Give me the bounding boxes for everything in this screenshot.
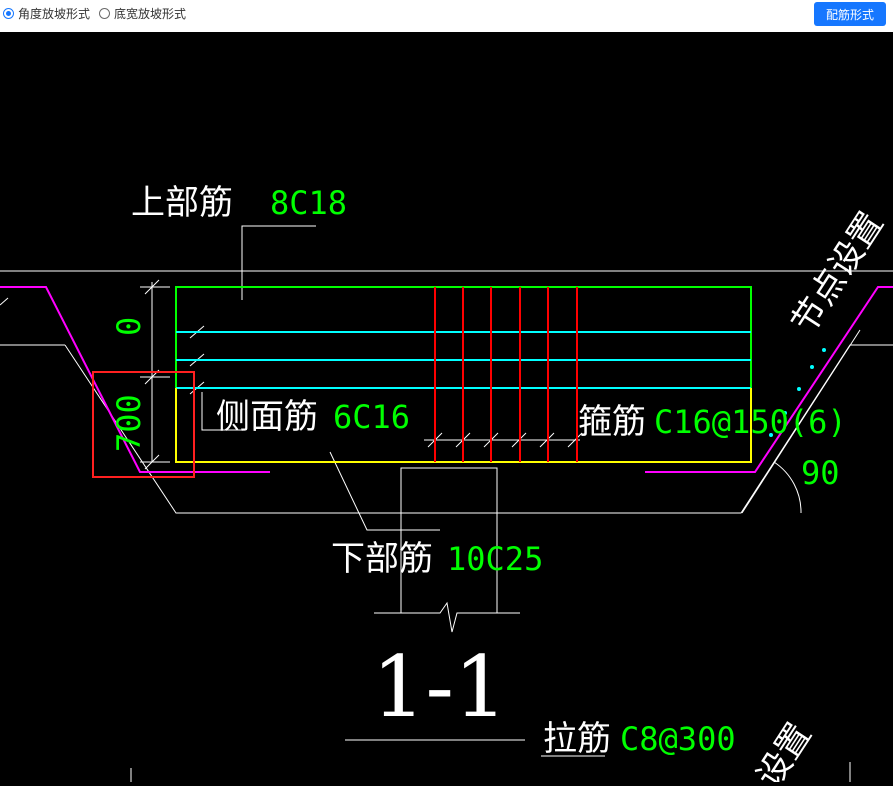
tie-rebar-label[interactable]: 拉筋	[543, 719, 611, 759]
left-tick	[0, 297, 9, 306]
tie-rebar-value[interactable]: C8@300	[620, 720, 736, 758]
highlight-box[interactable]	[92, 371, 195, 478]
slope-angle-label: 角度放坡形式	[18, 6, 91, 21]
cad-canvas[interactable]: 上部筋 8C18 侧面筋 6C16 箍筋 C16@150(6) 下部筋 10C2…	[0, 32, 893, 786]
section-title: 1-1	[372, 638, 507, 736]
slope-line	[741, 329, 861, 514]
bottom-rebar-leader	[329, 451, 440, 531]
slope-dots	[769, 348, 826, 437]
rebar-form-button[interactable]: 配筋形式	[814, 2, 886, 26]
angle-arc	[773, 461, 802, 514]
top-rebar-label[interactable]: 上部筋	[131, 183, 233, 223]
slope-dot	[822, 348, 826, 352]
top-rebar-value[interactable]: 8C18	[270, 184, 347, 222]
dimension-top-value[interactable]: 0	[110, 317, 148, 336]
radio-selected-icon[interactable]	[3, 7, 14, 19]
excavation-outline	[64, 344, 893, 514]
slope-dot	[810, 365, 814, 369]
node-setting-label[interactable]: 节点设置	[784, 205, 892, 341]
side-rebar-value[interactable]: 6C16	[333, 398, 410, 436]
top-rebar-leader	[241, 225, 316, 300]
outline-lines	[0, 225, 893, 782]
top-toolbar: 角度放坡形式 底宽放坡形式 配筋形式	[0, 0, 893, 32]
slope-angle-value[interactable]: 90	[801, 454, 840, 492]
pile-outline	[400, 467, 498, 613]
dimension-height-value[interactable]: 700	[110, 394, 148, 452]
node-setting-label-partial[interactable]: 设置	[749, 716, 820, 786]
bottom-rebar-value[interactable]: 10C25	[447, 540, 543, 578]
stirrup-label[interactable]: 箍筋	[578, 402, 646, 442]
right-slope-boundary	[645, 286, 893, 473]
rebar-cage	[175, 286, 752, 463]
slope-width-label: 底宽放坡形式	[114, 6, 187, 21]
side-rebar-label[interactable]: 侧面筋	[216, 397, 318, 437]
bottom-rebar-label[interactable]: 下部筋	[331, 539, 433, 579]
slope-dot	[797, 387, 801, 391]
slope-angle-option[interactable]: 角度放坡形式	[3, 4, 90, 22]
stirrup-slash-6	[567, 432, 583, 448]
break-line	[374, 601, 520, 633]
radio-unselected-icon[interactable]	[99, 7, 110, 19]
section-drawing: 上部筋 8C18 侧面筋 6C16 箍筋 C16@150(6) 下部筋 10C2…	[0, 183, 893, 786]
dimension-slash-3	[144, 454, 160, 470]
side-rebar-leader	[201, 392, 242, 431]
slope-dot	[769, 433, 773, 437]
slope-dot	[783, 411, 787, 415]
slope-width-option[interactable]: 底宽放坡形式	[99, 4, 186, 22]
stirrup-value[interactable]: C16@150(6)	[654, 403, 847, 441]
dimension-slash-1	[144, 279, 160, 295]
